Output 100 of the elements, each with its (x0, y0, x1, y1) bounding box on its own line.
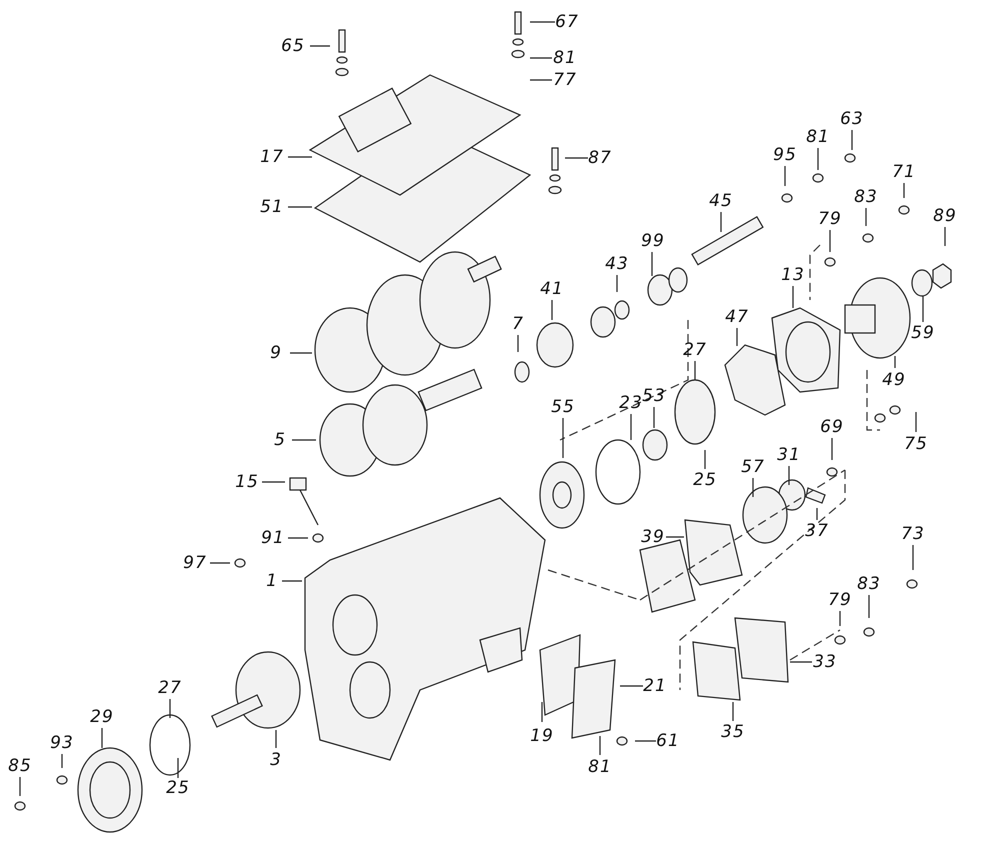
callout-number: 41 (540, 280, 564, 298)
leader-line (61, 754, 63, 768)
leader-line (169, 699, 171, 718)
callout-number: 85 (8, 757, 32, 775)
callout-number: 49 (882, 371, 906, 389)
leader-line (704, 450, 706, 469)
callout-number: 59 (911, 324, 935, 342)
callout-number: 63 (840, 110, 864, 128)
leader-line (784, 166, 786, 186)
leader-line (868, 595, 870, 618)
leader-line (831, 438, 833, 460)
leader-line (599, 736, 601, 755)
callout-number: 39 (641, 528, 665, 546)
callout-number: 25 (166, 779, 190, 797)
callout-number: 19 (530, 727, 554, 745)
leader-line (562, 418, 564, 458)
leader-line (620, 685, 643, 687)
callout-number: 9 (270, 344, 282, 362)
callout-number: 23 (619, 394, 643, 412)
leader-line (651, 252, 653, 276)
leader-line (530, 79, 552, 81)
leader-line (275, 730, 277, 748)
leader-line (732, 702, 734, 721)
callout-number: 65 (281, 37, 305, 55)
callout-number: 71 (892, 163, 916, 181)
leader-line (210, 562, 230, 564)
leader-line (792, 286, 794, 308)
leader-line (551, 300, 553, 320)
leader-line (262, 481, 285, 483)
callout-number: 81 (588, 758, 612, 776)
callout-number: 27 (158, 679, 182, 697)
leader-line (19, 777, 21, 796)
callout-number: 15 (235, 473, 259, 491)
callout-number: 25 (693, 471, 717, 489)
leader-line (666, 536, 684, 538)
callout-number: 33 (813, 653, 837, 671)
leader-line (829, 230, 831, 252)
callout-number: 47 (725, 308, 749, 326)
leader-line (694, 361, 696, 380)
callout-number: 29 (90, 708, 114, 726)
leader-line (290, 352, 312, 354)
leader-line (177, 758, 179, 778)
callout-number: 83 (857, 575, 881, 593)
callout-number: 53 (642, 387, 666, 405)
leader-line (530, 21, 555, 23)
leader-line (851, 130, 853, 150)
leader-line (788, 466, 790, 485)
callout-number: 81 (806, 128, 830, 146)
callout-number: 95 (773, 146, 797, 164)
callout-number: 13 (781, 266, 805, 284)
callout-number: 87 (588, 149, 612, 167)
callout-number: 43 (605, 255, 629, 273)
leader-line (292, 439, 316, 441)
leader-line (530, 57, 552, 59)
leader-line (288, 206, 312, 208)
callout-number: 89 (933, 207, 957, 225)
callout-number: 21 (643, 677, 667, 695)
callout-number: 35 (721, 723, 745, 741)
leader-line (894, 356, 896, 368)
callout-number: 55 (551, 398, 575, 416)
leader-line (635, 740, 656, 742)
leader-line (565, 157, 588, 159)
callout-number: 17 (260, 148, 284, 166)
leader-line (922, 296, 924, 322)
callout-number: 61 (656, 732, 680, 750)
callout-number: 99 (641, 232, 665, 250)
callout-number: 7 (512, 315, 524, 333)
leader-line (865, 208, 867, 226)
leader-line (288, 156, 312, 158)
leader-line (630, 414, 632, 440)
callout-number: 93 (50, 734, 74, 752)
callout-number: 57 (741, 458, 765, 476)
leader-line (282, 580, 302, 582)
leader-line (736, 328, 738, 346)
leader-line (720, 212, 722, 232)
leader-line (944, 227, 946, 246)
leader-line (101, 728, 103, 748)
callout-number: 79 (818, 210, 842, 228)
leader-line (790, 661, 812, 663)
leader-line (816, 508, 818, 520)
callout-number: 75 (904, 435, 928, 453)
callout-number: 37 (805, 522, 829, 540)
callout-number: 73 (901, 525, 925, 543)
callout-number: 31 (777, 446, 801, 464)
leader-line (752, 478, 754, 497)
leader-line (517, 335, 519, 352)
callout-number: 91 (261, 529, 285, 547)
callout-number: 79 (828, 591, 852, 609)
leader-line (653, 407, 655, 428)
callout-number: 27 (683, 341, 707, 359)
leader-line (839, 611, 841, 626)
leader-line (288, 537, 308, 539)
leader-line (310, 45, 330, 47)
callout-number: 69 (820, 418, 844, 436)
callout-number: 67 (555, 13, 579, 31)
leader-line (616, 275, 618, 292)
callout-number: 77 (553, 71, 577, 89)
callout-number: 97 (183, 554, 207, 572)
callout-number: 81 (553, 49, 577, 67)
leader-line (541, 702, 543, 722)
